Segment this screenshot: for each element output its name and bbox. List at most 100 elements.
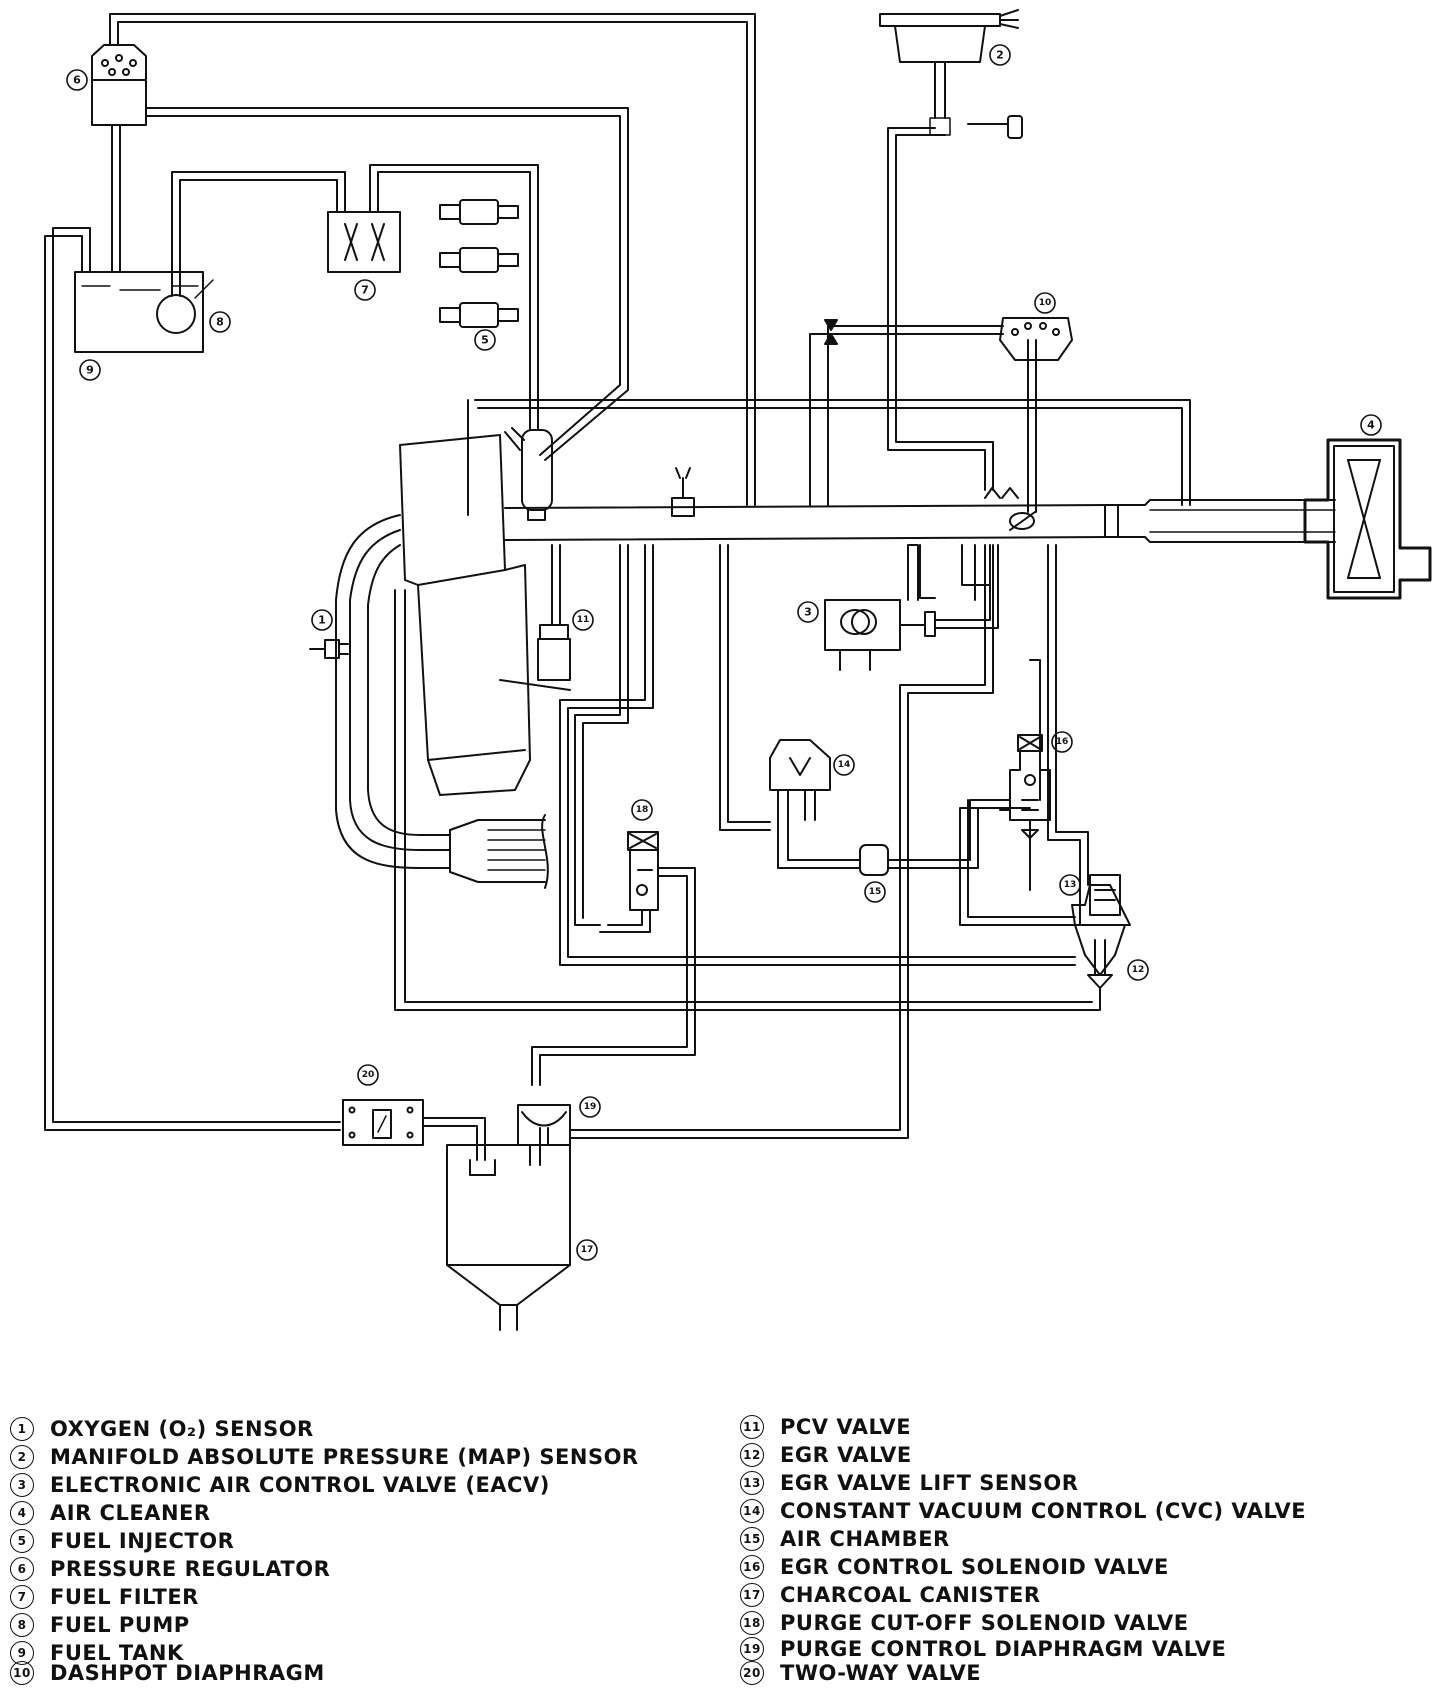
legend-label: EGR VALVE [780, 1443, 912, 1467]
callout-7: 7 [361, 284, 369, 297]
legend-item-18: 18 PURGE CUT-OFF SOLENOID VALVE [740, 1608, 1189, 1636]
legend-label: ELECTRONIC AIR CONTROL VALVE (EACV) [50, 1473, 550, 1497]
pcv-valve [499, 544, 571, 691]
emission-system-diagram: 1 2 3 4 5 6 7 8 9 10 11 12 13 14 15 16 1… [44, 9, 1432, 1331]
legend-num: 1 [10, 1417, 34, 1441]
callout-11: 11 [577, 615, 590, 625]
map-sensor [879, 9, 1023, 491]
legend-label: CONSTANT VACUUM CONTROL (CVC) VALVE [780, 1499, 1307, 1523]
callout-circles [66, 44, 1382, 1261]
dashpot-diaphragm [809, 317, 1073, 506]
callout-8: 8 [216, 316, 224, 329]
fuel-filter [327, 164, 539, 431]
engine-block [399, 427, 553, 796]
legend-num: 7 [10, 1585, 34, 1609]
charcoal-canister [446, 1144, 571, 1331]
eacv [824, 544, 999, 671]
legend-num: 6 [10, 1557, 34, 1581]
legend-item-15: 15 AIR CHAMBER [740, 1524, 950, 1552]
purge-control-diaphragm [517, 1104, 571, 1166]
legend-label: AIR CLEANER [50, 1501, 211, 1525]
manifold-sensor [671, 467, 695, 517]
callout-13: 13 [1064, 880, 1077, 890]
legend-item-8: 8 FUEL PUMP [10, 1610, 190, 1638]
legend-label: CHARCOAL CANISTER [780, 1583, 1041, 1607]
callout-10: 10 [1039, 298, 1052, 308]
legend-label: PURGE CUT-OFF SOLENOID VALVE [780, 1611, 1189, 1635]
legend-item-13: 13 EGR VALVE LIFT SENSOR [740, 1468, 1078, 1496]
legend-label: PCV VALVE [780, 1415, 912, 1439]
callout-12: 12 [1132, 965, 1145, 975]
legend-label: TWO-WAY VALVE [780, 1661, 982, 1685]
legend-item-11: 11 PCV VALVE [740, 1412, 911, 1440]
legend-label: DASHPOT DIAPHRAGM [50, 1661, 325, 1685]
oxygen-sensor [309, 639, 349, 659]
legend-item-6: 6 PRESSURE REGULATOR [10, 1554, 330, 1582]
exhaust-manifold [335, 514, 549, 889]
legend-label: FUEL INJECTOR [50, 1529, 235, 1553]
callout-19: 19 [584, 1102, 597, 1112]
legend-item-5: 5 FUEL INJECTOR [10, 1526, 234, 1554]
air-cleaner [1303, 438, 1432, 600]
legend-num: 14 [740, 1499, 764, 1523]
legend-label: OXYGEN (O₂) SENSOR [50, 1417, 314, 1441]
legend-label: PURGE CONTROL DIAPHRAGM VALVE [780, 1637, 1227, 1661]
legend-label: PRESSURE REGULATOR [50, 1557, 331, 1581]
legend-item-4: 4 AIR CLEANER [10, 1498, 211, 1526]
cvc-valve [769, 739, 861, 869]
air-chamber [859, 799, 1011, 876]
legend-num: 17 [740, 1583, 764, 1607]
hose-eacv [919, 544, 991, 601]
hose-tank-twoway [44, 227, 341, 1131]
legend-num: 18 [740, 1611, 764, 1635]
legend-label: FUEL TANK [50, 1641, 184, 1665]
hose-left-loop [394, 589, 1101, 1011]
throttle-body [984, 339, 1037, 531]
legend-num: 16 [740, 1555, 764, 1579]
legend-label: FUEL FILTER [50, 1585, 199, 1609]
legend-num: 3 [10, 1473, 34, 1497]
two-way-valve [342, 1099, 486, 1161]
legend-num: 5 [10, 1529, 34, 1553]
legend-num: 4 [10, 1501, 34, 1525]
callout-4: 4 [1367, 419, 1375, 432]
fuel-injectors [439, 199, 519, 328]
egr-lift-sensor [1089, 874, 1121, 916]
legend-num: 10 [10, 1661, 34, 1685]
intake-manifold [467, 399, 1336, 543]
egr-valve [1071, 884, 1131, 989]
fuel-return-line [111, 124, 121, 273]
legend-num: 15 [740, 1527, 764, 1551]
legend-num: 11 [740, 1415, 764, 1439]
legend-item-1: 1 OXYGEN (O₂) SENSOR [10, 1414, 314, 1442]
purge-cutoff-solenoid [531, 831, 696, 1086]
legend-item-10: 10 DASHPOT DIAPHRAGM [10, 1658, 325, 1686]
callout-6: 6 [73, 74, 81, 87]
callout-5: 5 [481, 334, 489, 347]
legend-item-19: 19 PURGE CONTROL DIAPHRAGM VALVE [740, 1634, 1226, 1662]
legend-label: AIR CHAMBER [780, 1527, 950, 1551]
legend-label: FUEL PUMP [50, 1613, 190, 1637]
pressure-regulator [91, 44, 147, 126]
callout-16: 16 [1056, 737, 1069, 747]
callout-17: 17 [581, 1245, 594, 1255]
hose-regulator-top [109, 13, 756, 506]
legend-label: EGR VALVE LIFT SENSOR [780, 1471, 1079, 1495]
legend-num: 20 [740, 1661, 764, 1685]
callout-18: 18 [636, 805, 649, 815]
legend-num: 2 [10, 1445, 34, 1469]
legend-item-3: 3 ELECTRONIC AIR CONTROL VALVE (EACV) [10, 1470, 550, 1498]
callout-3: 3 [804, 606, 812, 619]
callout-14: 14 [838, 760, 851, 770]
legend-num: 8 [10, 1613, 34, 1637]
legend-num: 19 [740, 1637, 764, 1661]
callout-9: 9 [86, 364, 94, 377]
callout-1: 1 [318, 614, 326, 627]
hose-egr [569, 544, 1089, 1139]
legend-item-14: 14 CONSTANT VACUUM CONTROL (CVC) VALVE [740, 1496, 1306, 1524]
legend-num: 13 [740, 1471, 764, 1495]
